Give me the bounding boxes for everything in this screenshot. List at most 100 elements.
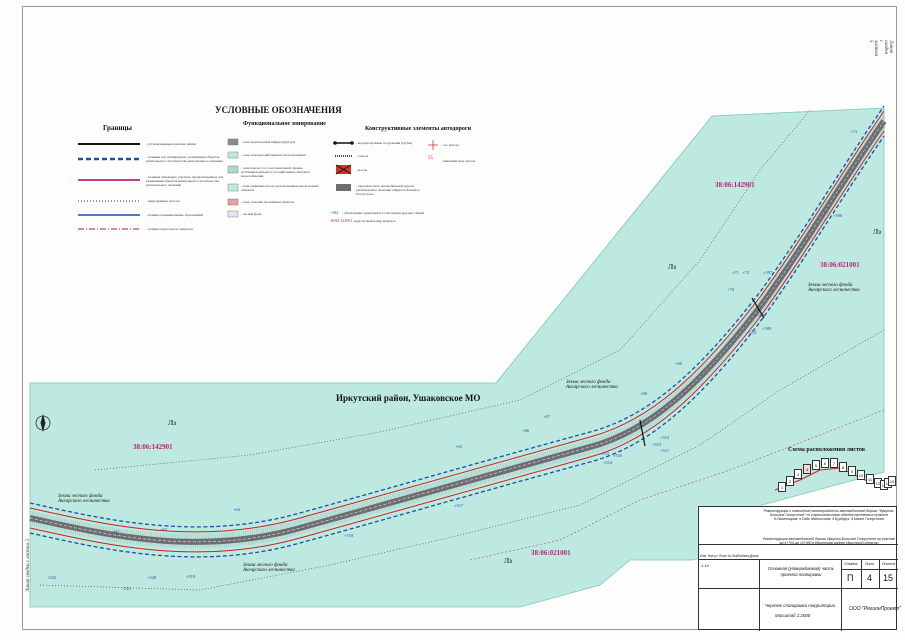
district-label: Иркутский район, Ушаковское МО bbox=[336, 393, 481, 403]
legend-title: УСЛОВНЫЕ ОБОЗНАЧЕНИЯ bbox=[215, 105, 342, 115]
legend-item: - ось трассы bbox=[441, 143, 459, 147]
zone-code-label: Лз bbox=[168, 419, 177, 427]
tb-divider bbox=[759, 559, 760, 631]
zone-code-label: Лз bbox=[504, 557, 513, 565]
legend-constructive-symbols bbox=[333, 140, 438, 191]
legend-item: - зона сельских населённых пунктов bbox=[241, 200, 294, 204]
picket-marker: +510 bbox=[747, 330, 757, 335]
forest-land-label: Земли лесного фонда Ангарского лесничест… bbox=[243, 563, 295, 573]
zone-border-blue-lower bbox=[29, 135, 885, 558]
picket-marker: +514 bbox=[603, 460, 613, 465]
zone-border-blue-upper bbox=[29, 105, 885, 528]
cadastral-border bbox=[469, 409, 885, 561]
legend-zoning-title: Функциональное зонирование bbox=[243, 121, 326, 127]
parcel-number: 38:06:142901 bbox=[133, 443, 173, 451]
tb-divider bbox=[699, 559, 898, 560]
zone-code-label: Лз bbox=[668, 263, 677, 271]
tb-sheets: 15 bbox=[883, 573, 894, 583]
legend-item: - зона транспортной инфраструктуры bbox=[241, 140, 296, 144]
keymap-sheet-cell: 5 bbox=[812, 460, 820, 470]
culvert-icon bbox=[639, 297, 765, 447]
legend-item: - придорожные полосы bbox=[146, 199, 180, 203]
tb-stage: П bbox=[847, 573, 854, 583]
picket-marker: +66 bbox=[522, 428, 530, 433]
tb-stage-label: Стадия bbox=[844, 562, 858, 566]
tb-section: Основная (утверждаемая) часть проекта пл… bbox=[768, 566, 834, 577]
tb-col: Изм bbox=[700, 554, 706, 558]
join-line-right: Линия сводки с листом 5 bbox=[868, 40, 893, 57]
tb-divider bbox=[699, 588, 898, 589]
tb-sheet-label: Лист bbox=[865, 562, 875, 566]
legend-item: - мосты bbox=[356, 168, 368, 172]
picket-marker: +597 bbox=[763, 270, 773, 275]
roadside-strip-north bbox=[94, 109, 811, 471]
picket-marker: +521 bbox=[122, 586, 132, 591]
tb-divider bbox=[861, 559, 862, 588]
tb-sheet: 4 bbox=[867, 573, 873, 583]
join-line-left: Линия сводки с листом 3 bbox=[26, 538, 31, 592]
picket-marker: +67 bbox=[543, 414, 551, 419]
picket-marker: +509 bbox=[762, 326, 772, 331]
legend-item: - граница кадастрового квартала bbox=[146, 227, 193, 231]
picket-marker: +511 bbox=[660, 448, 670, 453]
picket-marker: +72 bbox=[742, 270, 750, 275]
picket-marker: +62 bbox=[112, 529, 120, 534]
tb-col: Лист bbox=[719, 554, 728, 558]
legend-item: - проезжая часть автомобильной дороги ре… bbox=[356, 184, 420, 196]
legend-zone-swatches bbox=[227, 138, 239, 218]
picket-marker: +512 bbox=[660, 435, 670, 440]
tb-col: Кол.уч bbox=[708, 554, 718, 558]
legend-item: - лесной фонд bbox=[241, 212, 262, 216]
tb-divider bbox=[841, 569, 898, 570]
tb-date-cell: 1.14 bbox=[701, 563, 709, 568]
legend-item: - границы зон планируемого размещения об… bbox=[146, 155, 223, 163]
parcel-number: 38:06:021001 bbox=[531, 549, 571, 557]
picket-marker: +520 bbox=[147, 575, 157, 580]
forest-land-label: Земли лесного фонда Ангарского лесничест… bbox=[566, 380, 618, 390]
picket-marker: +515 bbox=[600, 451, 610, 456]
legend-item: - устанавливаемые красные линии bbox=[146, 142, 196, 146]
road-red-line-upper bbox=[29, 110, 885, 533]
picket-marker: +63 bbox=[160, 527, 168, 532]
keymap-sheet-cell: 6 bbox=[821, 458, 829, 468]
legend-item: - граница муниципальных образований bbox=[146, 213, 203, 217]
keymap-sheet-cell: 15 bbox=[888, 476, 896, 486]
legend-item: - границы земельных участков, предназнач… bbox=[146, 175, 224, 187]
picket-marker: +70 bbox=[727, 287, 735, 292]
legend-border-symbols bbox=[78, 143, 140, 230]
picket-marker: +519 bbox=[186, 574, 196, 579]
legend-item: - водопропускные сооружения (трубы) bbox=[356, 141, 413, 145]
road-red-line-lower bbox=[29, 130, 885, 553]
road-axis bbox=[29, 120, 885, 543]
parcel-number: 38:06:142901 bbox=[715, 181, 755, 189]
legend-item: - откосы bbox=[356, 154, 369, 158]
keymap-sheet-cell: 8 bbox=[839, 462, 847, 472]
keymap-sheet-cell: 11 bbox=[866, 474, 874, 484]
parcel-number: 38:06:021001 bbox=[820, 261, 860, 269]
forest-land-label: Земли лесного фонда Ангарского лесничест… bbox=[58, 494, 110, 504]
picket-marker: +64 bbox=[233, 507, 241, 512]
picket-marker: +598 bbox=[755, 313, 765, 318]
legend-picket-marker: 55 bbox=[428, 156, 433, 161]
tb-scale: Масштаб 1:2000 bbox=[775, 613, 811, 618]
legend-item: - зона сельскохозяйственного использован… bbox=[241, 153, 306, 157]
title-block: Реконструкция и повышение категорийности… bbox=[698, 506, 901, 631]
tb-description: Реконструкция и повышение категорийности… bbox=[763, 509, 895, 521]
picket-marker: +68 bbox=[640, 391, 648, 396]
zone-code-label: Лз bbox=[873, 228, 882, 236]
forest-land-label: Земли лесного фонда Ангарского лесничест… bbox=[808, 283, 860, 293]
picket-marker: +517 bbox=[454, 503, 464, 508]
keymap-sheet-cell: 2 bbox=[786, 476, 794, 486]
picket-marker: +516 bbox=[613, 453, 623, 458]
tb-company: ООО "РегионПроект" bbox=[849, 606, 901, 612]
tb-divider bbox=[699, 544, 898, 545]
keymap-sheet-cell: 10 bbox=[857, 470, 865, 480]
tb-divider bbox=[841, 559, 842, 631]
picket-marker: +65 bbox=[455, 444, 463, 449]
picket-marker: +522 bbox=[47, 575, 57, 580]
picket-marker: +596 bbox=[833, 213, 843, 218]
sheet-frame bbox=[22, 6, 897, 630]
tb-col: Подпись bbox=[737, 554, 750, 558]
legend-item: - пикетный знак трассы bbox=[441, 159, 476, 163]
